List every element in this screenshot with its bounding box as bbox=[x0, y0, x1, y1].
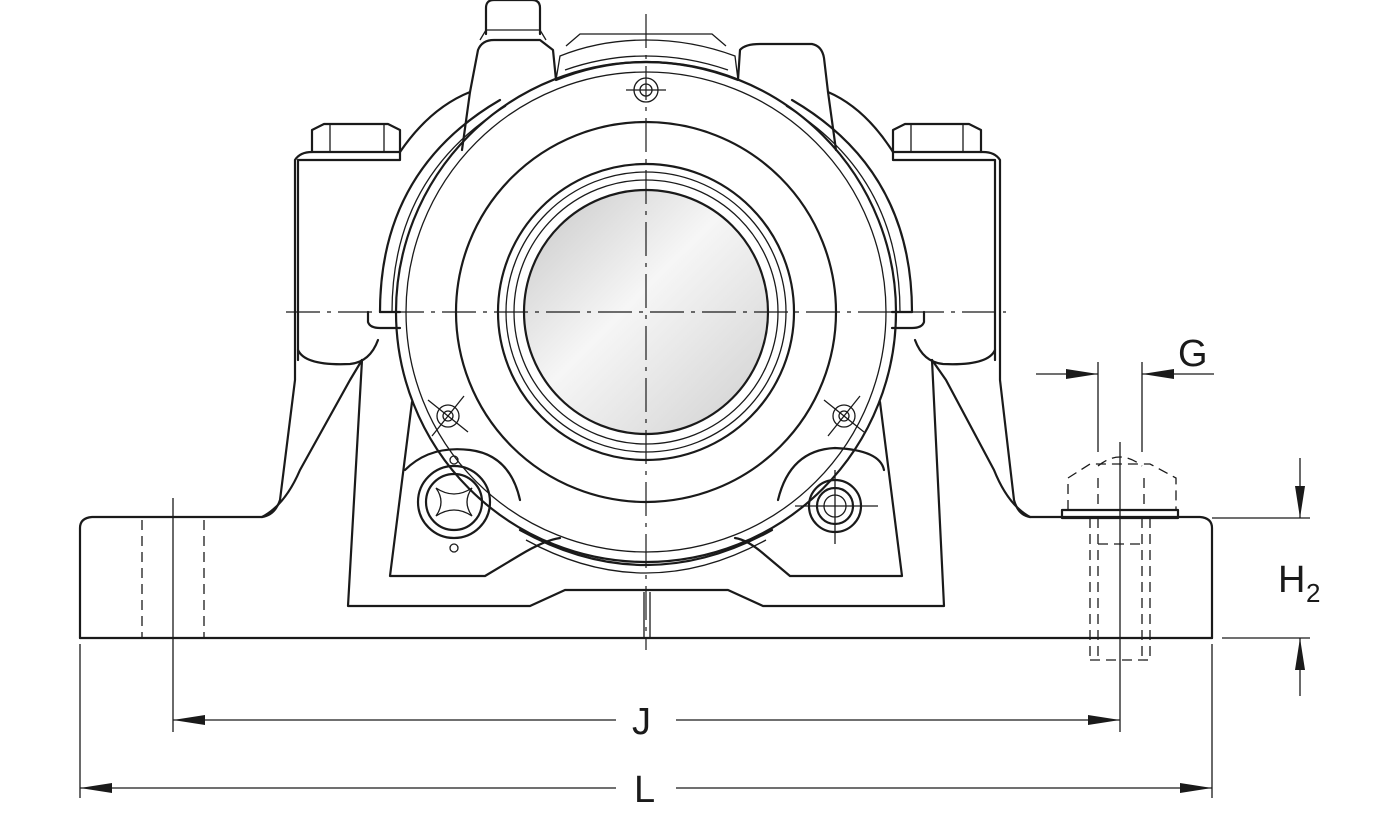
lube-hole-left bbox=[427, 395, 469, 437]
center-lines bbox=[286, 14, 1006, 650]
dimension-g: G bbox=[1036, 333, 1214, 452]
dimension-l: L bbox=[79, 644, 1213, 811]
label-g: G bbox=[1178, 333, 1208, 375]
dimension-j: J bbox=[173, 701, 1120, 743]
foundation-bolt bbox=[1060, 442, 1180, 732]
housing-base bbox=[78, 150, 1214, 640]
lube-hole-right bbox=[823, 395, 865, 437]
label-j: J bbox=[632, 701, 651, 743]
dimension-h2: H 2 bbox=[1212, 458, 1320, 696]
label-l: L bbox=[634, 769, 655, 811]
left-bolt-hole bbox=[141, 498, 205, 732]
label-h2: H 2 bbox=[1278, 559, 1320, 608]
